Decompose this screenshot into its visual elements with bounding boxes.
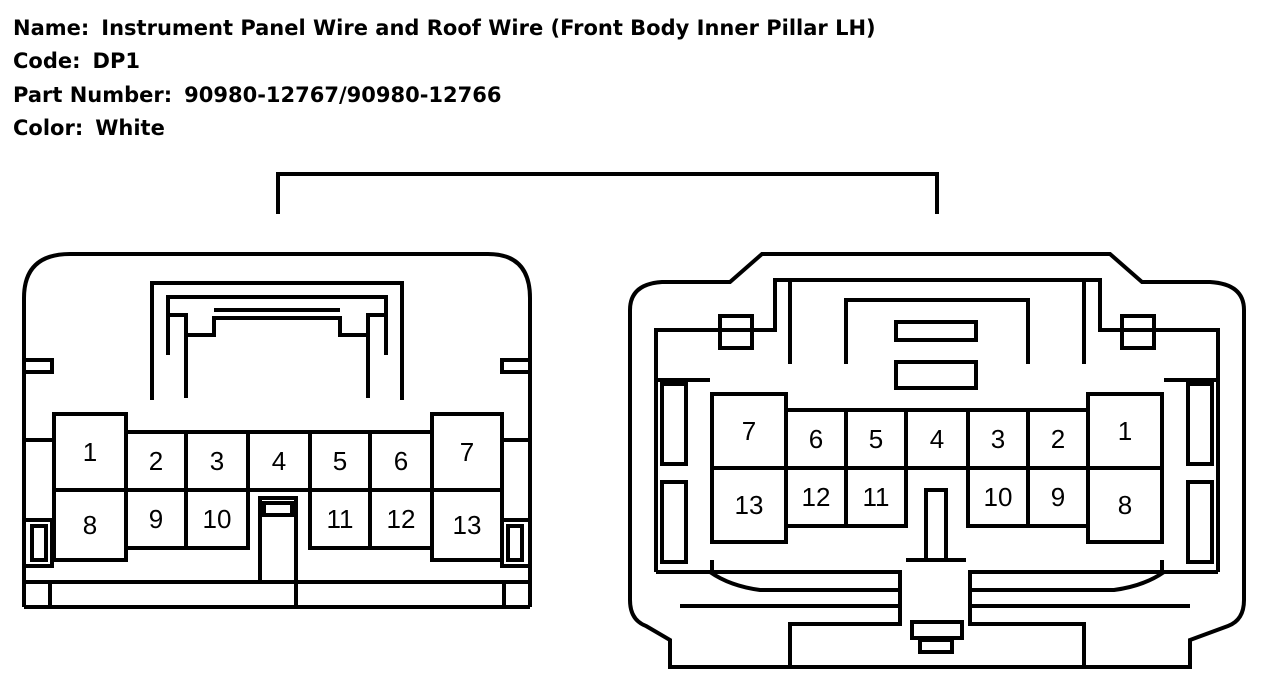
- pin-number: 1: [1118, 416, 1132, 446]
- pin-cavity: [430, 488, 504, 562]
- color-value: White: [95, 115, 165, 140]
- right-pin-cells: 7 6 5 4 3 2 1 13 12 11 10 9 8: [710, 392, 1164, 544]
- code-row: Code: DP1: [13, 45, 876, 78]
- pin-number: 6: [809, 424, 823, 454]
- pin-number: 5: [333, 446, 347, 476]
- pin-number: 10: [984, 482, 1013, 512]
- pin-cavity: [710, 466, 788, 544]
- pin-number: 2: [149, 446, 163, 476]
- name-value: Instrument Panel Wire and Roof Wire (Fro…: [101, 16, 876, 40]
- code-value: DP1: [92, 49, 140, 74]
- pin-number: 8: [83, 510, 97, 540]
- pin-cavity: [52, 488, 128, 562]
- name-label: Name:: [13, 16, 90, 40]
- pin-cavity: [52, 412, 128, 492]
- pin-number: 13: [735, 490, 764, 520]
- left-housing-outline: [22, 252, 532, 607]
- pin-number: 3: [210, 446, 224, 476]
- connector-info: Name: Instrument Panel Wire and Roof Wire…: [13, 12, 876, 145]
- pin-number: 7: [742, 416, 756, 446]
- pin-number: 5: [869, 424, 883, 454]
- pin-number: 12: [387, 504, 416, 534]
- right-housing-outline: [628, 252, 1246, 669]
- pin-cavity: [308, 488, 372, 550]
- pin-cavity: [368, 430, 434, 492]
- pin-cavity: [184, 488, 250, 550]
- pin-number: 13: [453, 510, 482, 540]
- right-connector: [628, 252, 1246, 669]
- pin-number: 2: [1051, 424, 1065, 454]
- pin-cavity: [844, 466, 908, 528]
- pairing-bracket: [276, 172, 939, 214]
- pin-cavity: [1086, 466, 1164, 544]
- pin-number: 12: [802, 482, 831, 512]
- left-lock-frame: [150, 281, 404, 400]
- part-number-row: Part Number: 90980-12767/90980-12766: [13, 79, 876, 112]
- pin-number: 1: [83, 437, 97, 467]
- right-lock-frame: [788, 282, 1086, 364]
- pin-number: 4: [272, 446, 286, 476]
- color-row: Color: White: [13, 112, 876, 145]
- pin-number: 6: [394, 446, 408, 476]
- part-number-label: Part Number:: [13, 82, 173, 107]
- pin-number: 7: [460, 437, 474, 467]
- color-label: Color:: [13, 115, 84, 140]
- pin-number: 8: [1118, 490, 1132, 520]
- code-label: Code:: [13, 49, 81, 74]
- pin-number: 9: [149, 504, 163, 534]
- pin-number: 11: [863, 482, 890, 512]
- pin-number: 10: [203, 504, 232, 534]
- name-row: Name: Instrument Panel Wire and Roof Wire…: [13, 12, 876, 45]
- pin-number: 9: [1051, 482, 1065, 512]
- pin-number: 3: [991, 424, 1005, 454]
- pin-number: 4: [930, 424, 944, 454]
- pin-number: 11: [327, 504, 354, 534]
- part-number-value: 90980-12767/90980-12766: [184, 82, 502, 107]
